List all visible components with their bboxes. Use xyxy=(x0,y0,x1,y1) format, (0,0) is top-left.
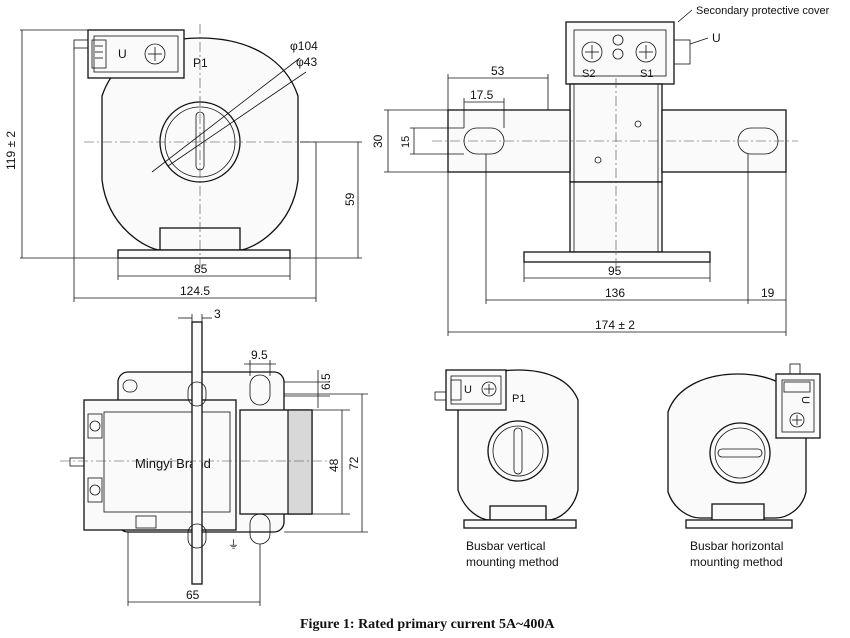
busbar-vertical-view: U P1 Busbar vertical mounting method xyxy=(434,369,579,569)
terminal-s2: S2 xyxy=(582,68,595,80)
top-view: Mingyi Brand ⏚ 3 9.5 6.5 xyxy=(60,307,368,606)
dim-outer-diameter: φ104 xyxy=(290,39,318,53)
label-p1: P1 xyxy=(193,56,208,70)
dim-174: 174 ± 2 xyxy=(595,318,635,332)
dim-19: 19 xyxy=(761,286,775,300)
dim-119: 119 ± 2 xyxy=(4,131,18,170)
dim-59: 59 xyxy=(343,192,357,206)
dim-30: 30 xyxy=(371,134,385,148)
figure-caption: Figure 1: Rated primary current 5A~400A xyxy=(300,617,555,632)
dim-3: 3 xyxy=(214,307,221,321)
secondary-cover-label: Secondary protective cover xyxy=(696,5,830,17)
vertical-u-label: U xyxy=(464,384,472,396)
dim-17-5: 17.5 xyxy=(470,88,494,102)
dim-15: 15 xyxy=(400,136,412,148)
dim-136: 136 xyxy=(605,286,625,300)
vertical-caption-line1: Busbar vertical xyxy=(466,539,545,553)
front-view: U P1 φ104 φ43 119 ± 2 59 85 124.5 xyxy=(4,24,362,302)
dim-124-5: 124.5 xyxy=(180,284,210,298)
dim-6-5: 6.5 xyxy=(319,373,333,390)
vertical-caption-line2: mounting method xyxy=(466,555,559,569)
horizontal-caption-line1: Busbar horizontal xyxy=(690,539,783,553)
dim-95: 95 xyxy=(608,264,622,278)
vertical-p1-label: P1 xyxy=(512,393,525,405)
horizontal-u-label: U xyxy=(799,396,811,404)
dim-65: 65 xyxy=(186,588,200,602)
terminal-s1: S1 xyxy=(640,68,653,80)
dim-inner-diameter: φ43 xyxy=(296,55,317,69)
svg-text:⏚: ⏚ xyxy=(228,538,239,551)
dim-53: 53 xyxy=(491,64,505,78)
dim-48: 48 xyxy=(327,458,341,472)
side-view: S2 S1 Secondary protective cover U 53 xyxy=(371,5,830,336)
busbar-horizontal-view: U Busbar horizontal mounting method xyxy=(667,363,821,569)
dim-85: 85 xyxy=(194,262,208,276)
dim-9-5: 9.5 xyxy=(251,348,268,362)
dim-72: 72 xyxy=(347,456,361,470)
side-u-label: U xyxy=(712,31,721,45)
horizontal-caption-line2: mounting method xyxy=(690,555,783,569)
terminal-label-u: U xyxy=(118,47,127,61)
